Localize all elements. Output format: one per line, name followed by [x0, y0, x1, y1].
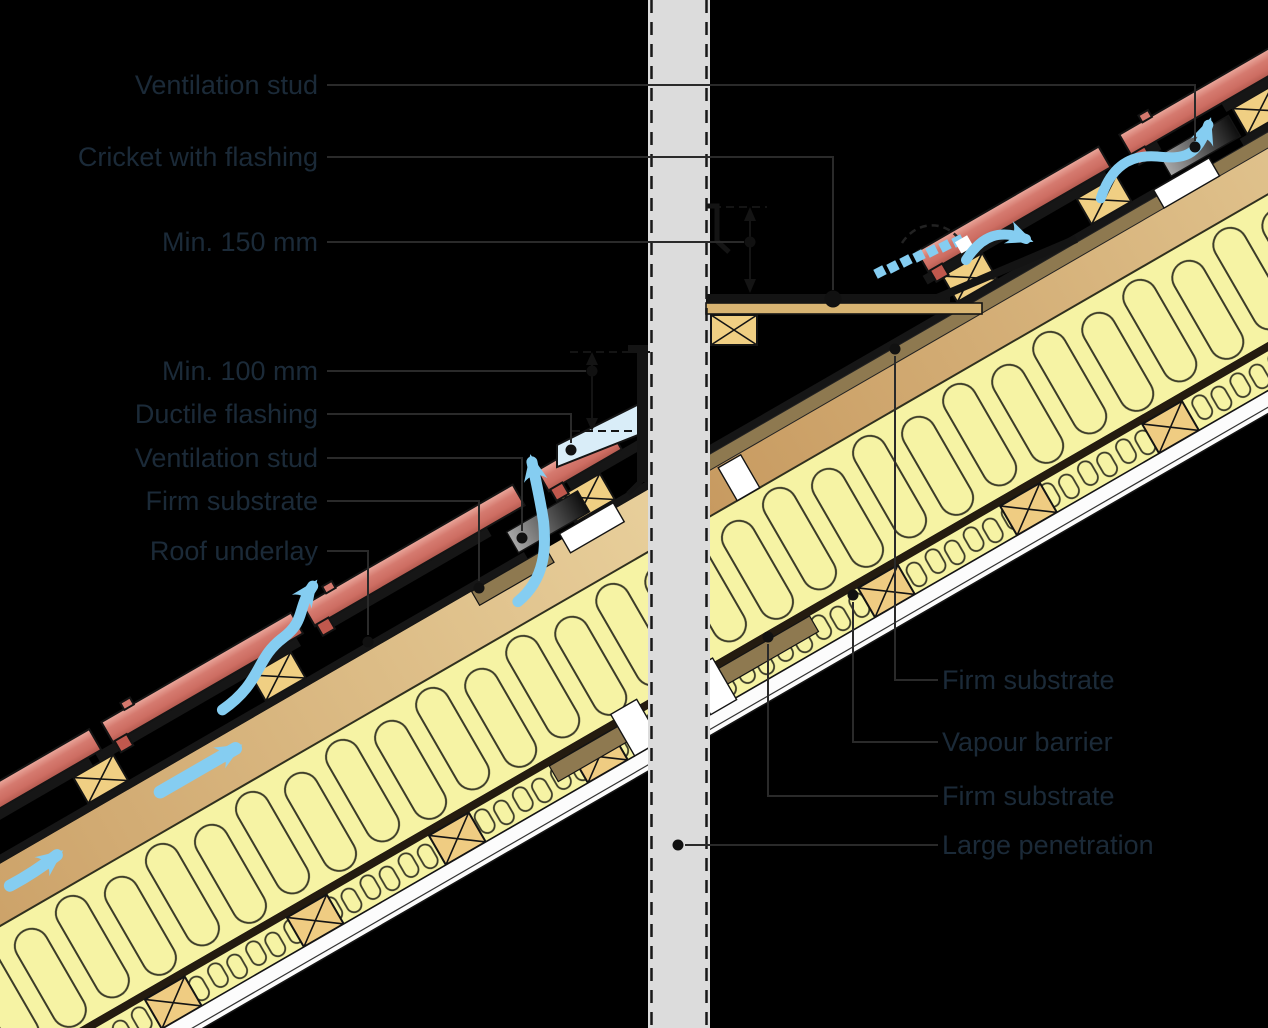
airflow-arrow-cricket	[961, 220, 1034, 265]
label-roof-underlay: Roof underlay	[150, 536, 319, 566]
board-end-cap-left	[609, 698, 648, 757]
label-cricket-with-flashing: Cricket with flashing	[78, 142, 318, 172]
roof-underlay-left	[0, 552, 528, 1028]
airflow-arrows-left	[3, 454, 551, 892]
interior-board-left	[0, 591, 648, 1028]
right-roof-slope	[710, 0, 1268, 768]
label-large-penetration: Large penetration	[942, 830, 1154, 860]
labels-left: Ventilation stud Cricket with flashing M…	[78, 70, 319, 566]
label-min-150-mm: Min. 150 mm	[162, 227, 318, 257]
label-firm-substrate-right-upper: Firm substrate	[942, 665, 1115, 695]
label-firm-substrate-left: Firm substrate	[145, 486, 318, 516]
board-end-cap-right	[710, 657, 738, 716]
cavity-end-cap-right	[717, 453, 761, 502]
flashing-upstand	[637, 345, 648, 482]
airflow-dashed-path	[873, 234, 965, 279]
ductile-flashing-assembly	[556, 345, 650, 496]
leader-lines	[327, 84, 1196, 846]
tile-cut-dashed-arc	[900, 224, 961, 244]
label-ventilation-stud-left: Ventilation stud	[135, 443, 318, 473]
roof-underlay-right	[710, 177, 1178, 555]
label-vapour-barrier: Vapour barrier	[942, 727, 1113, 757]
penetration-edge-lines	[650, 0, 708, 1028]
ventilation-cavity-left	[0, 398, 648, 1028]
label-ventilation-stud-top: Ventilation stud	[135, 70, 318, 100]
leader-dots	[362, 141, 1201, 851]
labels-right: Firm substrate Vapour barrier Firm subst…	[942, 665, 1154, 860]
ventilation-cavity-right	[710, 0, 1268, 602]
firm-substrate-upper-left	[470, 547, 555, 607]
label-min-100-mm: Min. 100 mm	[162, 356, 318, 386]
label-firm-substrate-right-lower: Firm substrate	[942, 781, 1115, 811]
left-roof-slope	[0, 392, 648, 1028]
label-ductile-flashing: Ductile flashing	[135, 399, 318, 429]
interior-board-right	[710, 127, 1268, 768]
cricket-board	[705, 302, 983, 315]
counter-flashing-upstand	[706, 203, 731, 254]
dimension-min-150	[713, 206, 767, 293]
large-penetration-shaft	[648, 0, 710, 1028]
